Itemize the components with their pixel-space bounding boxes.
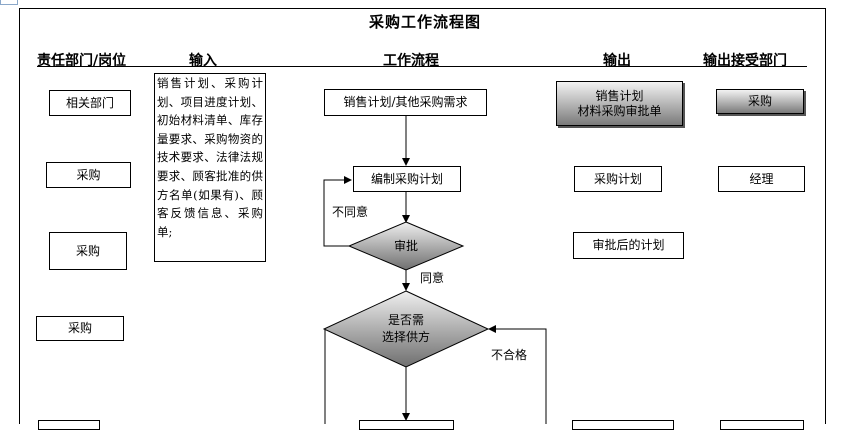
choose-line-1: 是否需 bbox=[387, 313, 424, 327]
dept-box-purchase-1: 采购 bbox=[46, 162, 131, 188]
output-box-purchase-plan: 采购计划 bbox=[574, 166, 662, 192]
dept-box-related: 相关部门 bbox=[49, 90, 131, 116]
output-1-line-2: 材料采购审批单 bbox=[577, 103, 662, 118]
output-box-approved-plan: 审批后的计划 bbox=[573, 232, 684, 259]
column-header-input: 输入 bbox=[189, 53, 217, 69]
agree-label: 同意 bbox=[420, 271, 445, 285]
column-header-receiver: 输出接受部门 bbox=[703, 53, 787, 69]
diagram-title: 采购工作流程图 bbox=[368, 13, 481, 31]
receiver-box-cut-off bbox=[720, 420, 804, 430]
output-1-line-1: 销售计划 bbox=[595, 88, 644, 103]
flow-next-box-cut-off bbox=[359, 420, 454, 430]
dept-box-purchase-2: 采购 bbox=[49, 232, 127, 270]
input-text-box: 销售计划、采购计划、项目进度计划、初始材料清单、库存量要求、采购物资的技术要求、… bbox=[154, 73, 266, 262]
frame-right-border bbox=[825, 8, 826, 424]
output-box-approval-form: 销售计划 材料采购审批单 bbox=[556, 81, 683, 126]
disagree-label: 不同意 bbox=[332, 205, 369, 219]
corner-mark bbox=[0, 0, 18, 5]
arrow-disagree-loop bbox=[323, 176, 352, 247]
approve-diamond bbox=[347, 221, 465, 271]
frame-left-border bbox=[19, 8, 20, 424]
unqualified-label: 不合格 bbox=[491, 348, 528, 362]
dept-box-purchase-3: 采购 bbox=[36, 316, 124, 341]
arrow-unqualified-loop bbox=[488, 325, 547, 424]
frame-top-border bbox=[19, 8, 826, 9]
approve-label: 审批 bbox=[393, 239, 418, 253]
header-underline bbox=[37, 66, 807, 67]
receiver-box-purchase: 采购 bbox=[716, 89, 804, 114]
choose-supplier-label: 是否需 选择供方 bbox=[366, 312, 446, 346]
flow-start-box: 销售计划/其他采购需求 bbox=[324, 89, 487, 116]
column-header-output: 输出 bbox=[603, 53, 631, 69]
column-header-dept: 责任部门/岗位 bbox=[37, 53, 127, 69]
receiver-box-manager: 经理 bbox=[718, 166, 805, 192]
choose-line-2: 选择供方 bbox=[381, 330, 430, 344]
column-header-flow: 工作流程 bbox=[383, 53, 439, 69]
choose-supplier-diamond bbox=[322, 290, 490, 368]
flow-compile-box: 编制采购计划 bbox=[353, 166, 461, 192]
output-box-cut-off bbox=[572, 420, 674, 430]
